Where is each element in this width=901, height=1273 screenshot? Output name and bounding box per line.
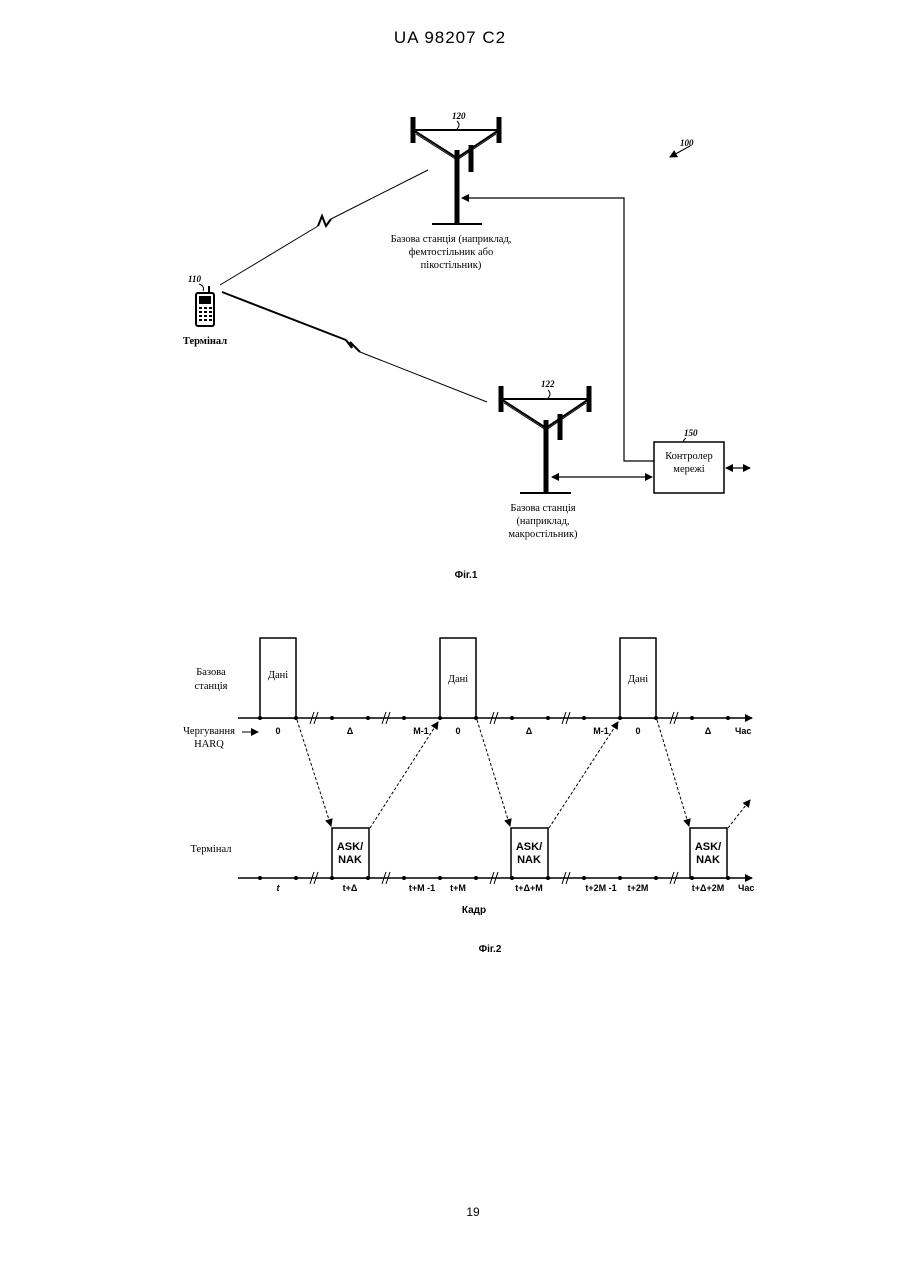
top-tick-label-3: 0 [455, 726, 460, 736]
system-ref: 100 [680, 138, 694, 148]
feedback-arrow-2 [549, 722, 618, 828]
terminal-ref: 110 [188, 274, 202, 284]
data-block-3-label: Дані [628, 674, 648, 685]
terminal-tick-dot [546, 876, 550, 880]
base-tick-dot [366, 716, 370, 720]
ack-nak-1-line-2: NAK [338, 854, 362, 866]
terminal-tick-dot [474, 876, 478, 880]
macro-station-label-2: (наприклад, [516, 516, 569, 527]
bottom-tick-label-2: t+M -1 [409, 883, 435, 893]
fig2-base-station-label-2: станція [194, 681, 227, 692]
terminal-tick-dot [726, 876, 730, 880]
terminal-tick-dot [582, 876, 586, 880]
macro-station-label-3: макростільник) [508, 529, 578, 540]
fig2-terminal-label: Термінал [191, 844, 232, 855]
top-tick-label-5: M-1 [593, 726, 609, 736]
top-tick-label-2: M-1 [413, 726, 429, 736]
controller-label-1: Контролер [665, 451, 713, 462]
femto-station-label-3: пікостільник) [421, 260, 482, 271]
transmission-arrow-2 [477, 720, 510, 826]
base-tick-dot [690, 716, 694, 720]
macro-station-label-1: Базова станція [510, 503, 575, 514]
bottom-tick-label-1: t+Δ [343, 883, 358, 893]
femto-station-label-2: фемтостільник або [409, 247, 493, 258]
controller-ref: 150 [684, 428, 698, 438]
bottom-tick-label-3: t+M [450, 883, 466, 893]
base-tick-dot [726, 716, 730, 720]
terminal-tick-dot [690, 876, 694, 880]
patent-number: UA 98207 C2 [394, 28, 506, 47]
base-tick-dot [258, 716, 262, 720]
feedback-arrow-1 [370, 722, 438, 828]
terminal-time-label: Час [738, 883, 754, 893]
frame-label: Кадр [462, 905, 486, 916]
base-tick-dot [294, 716, 298, 720]
base-tick-dot [510, 716, 514, 720]
fig2-base-station-label-1: Базова [196, 667, 226, 678]
base-tick-dot [402, 716, 406, 720]
ack-nak-block-1: ASK/ NAK [332, 828, 369, 878]
macro-station-antenna: 122 [501, 379, 589, 493]
base-tick-dot [546, 716, 550, 720]
terminal-tick-dot [258, 876, 262, 880]
harq-label-1: Чергування [183, 726, 235, 737]
ack-nak-block-3: ASK/ NAK [690, 828, 727, 878]
top-tick-label-1: Δ [347, 726, 354, 736]
top-tick-label-7: Δ [705, 726, 712, 736]
base-tick-dot [654, 716, 658, 720]
bottom-tick-label-6: t+2M [628, 883, 649, 893]
transmission-arrow-1 [297, 720, 331, 826]
wireless-link-macro [222, 292, 487, 402]
terminal-tick-dot [510, 876, 514, 880]
femto-station-label-1: Базова станція (наприклад, [391, 234, 512, 245]
macro-station-ref: 122 [541, 379, 555, 389]
top-tick-label-6: 0 [635, 726, 640, 736]
page-number: 19 [466, 1205, 480, 1219]
terminal-tick-dot [438, 876, 442, 880]
bottom-tick-label-4: t+Δ+M [515, 883, 542, 893]
terminal-tick-dot [330, 876, 334, 880]
terminal-tick-dot [402, 876, 406, 880]
ack-nak-3-line-1: ASK/ [695, 841, 721, 853]
data-block-1-label: Дані [268, 670, 288, 681]
bottom-tick-label-5: t+2M -1 [585, 883, 616, 893]
top-tick-label-0: 0 [275, 726, 280, 736]
fig1-caption: Фіг.1 [455, 570, 478, 581]
terminal-tick-dot [294, 876, 298, 880]
terminal-phone-icon [196, 286, 214, 326]
feedback-arrow-3 [728, 800, 750, 828]
ack-nak-1-line-1: ASK/ [337, 841, 363, 853]
data-block-1: Дані [260, 638, 296, 718]
transmission-arrow-3 [657, 720, 689, 826]
data-block-2-label: Дані [448, 674, 468, 685]
harq-label-2: HARQ [194, 739, 224, 750]
bottom-tick-label-0: t [277, 883, 281, 893]
base-tick-dot [474, 716, 478, 720]
base-tick-dot [618, 716, 622, 720]
fig2-caption: Фіг.2 [479, 944, 502, 955]
terminal-tick-dot [366, 876, 370, 880]
bottom-tick-label-7: t+Δ+2M [692, 883, 724, 893]
ack-nak-3-line-2: NAK [696, 854, 720, 866]
terminal-tick-dot [618, 876, 622, 880]
base-time-label: Час [735, 726, 751, 736]
base-tick-dot [582, 716, 586, 720]
ack-nak-block-2: ASK/ NAK [511, 828, 548, 878]
terminal-label: Термінал [183, 336, 227, 347]
data-block-3: Дані [620, 638, 656, 718]
base-tick-dot [330, 716, 334, 720]
ack-nak-2-line-1: ASK/ [516, 841, 542, 853]
ack-nak-2-line-2: NAK [517, 854, 541, 866]
top-tick-label-4: Δ [526, 726, 533, 736]
wireless-link-femto [220, 170, 428, 285]
data-block-2: Дані [440, 638, 476, 718]
controller-label-2: мережі [673, 464, 704, 475]
base-tick-dot [438, 716, 442, 720]
femto-station-ref: 120 [452, 111, 466, 121]
femto-station-antenna: 120 [413, 111, 499, 224]
terminal-tick-dot [654, 876, 658, 880]
